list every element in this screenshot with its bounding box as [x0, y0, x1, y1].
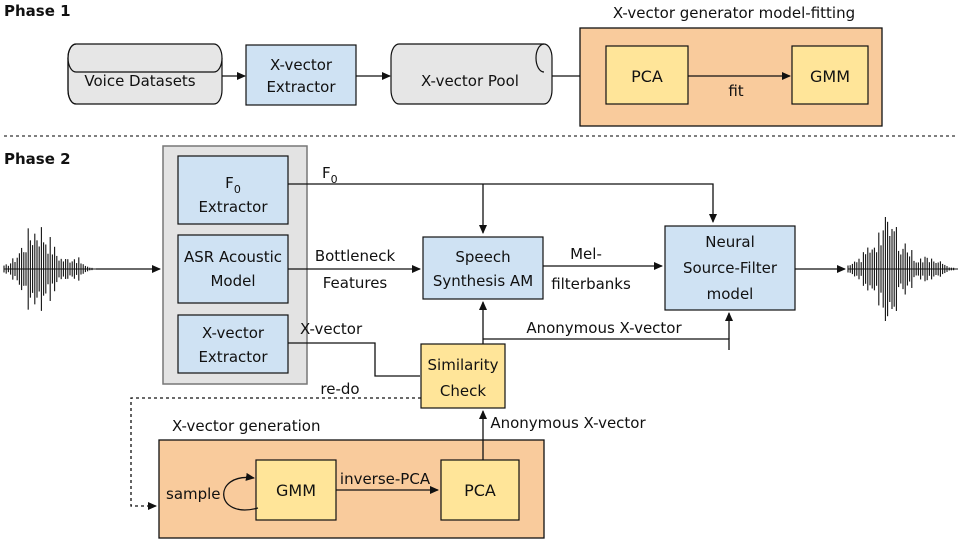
mel-label-line1: Mel-: [570, 245, 602, 263]
phase2-gmm-box: [255, 459, 337, 521]
voice-datasets-label: Voice Datasets: [84, 72, 195, 90]
generation-title: X-vector generation: [172, 417, 320, 435]
phase1-pca-box: [605, 45, 689, 105]
f0-extractor-line2: Extractor: [198, 198, 268, 216]
sample-loop-arrow: [223, 472, 259, 511]
phase1-gmm-box: [791, 45, 869, 105]
phase1-title: Phase 1: [4, 2, 71, 20]
bottleneck-label-line2: Features: [323, 274, 388, 292]
voice-datasets-cylinder: Voice Datasets: [67, 43, 223, 105]
similarity-check-line1: Similarity: [428, 356, 499, 374]
output-waveform: [847, 216, 958, 322]
speech-synthesis-line1: Speech: [455, 248, 510, 266]
phase2-xvector-extractor-box: X-vector Extractor: [177, 314, 289, 374]
model-fitting-title: X-vector generator model-fitting: [613, 4, 855, 22]
f0-extractor-box: F0 Extractor: [177, 155, 289, 225]
similarity-check-box: Similarity Check: [420, 343, 506, 409]
phase2-gmm-label: GMM: [276, 481, 316, 500]
sample-label: sample: [166, 485, 221, 503]
speech-synthesis-line2: Synthesis AM: [433, 272, 533, 290]
neural-source-filter-box: Neural Source-Filter model: [664, 225, 796, 311]
nsf-line2: Source-Filter: [683, 259, 778, 277]
phase2-pca-label: PCA: [464, 481, 496, 500]
xvector-pool-label: X-vector Pool: [421, 72, 519, 90]
inverse-pca-label: inverse-PCA: [340, 470, 431, 488]
mel-label-line2: filterbanks: [551, 275, 631, 293]
phase1-xvector-extractor-line1: X-vector: [270, 56, 333, 74]
phase2-xvector-extractor-line1: X-vector: [202, 324, 265, 342]
asr-acoustic-model-box: ASR Acoustic Model: [177, 234, 289, 304]
phase1-xvector-extractor-line2: Extractor: [266, 78, 336, 96]
asr-model-line2: Model: [210, 272, 255, 290]
anonymous-xvector-bottom-label: Anonymous X-vector: [490, 414, 646, 432]
similarity-check-line2: Check: [440, 382, 486, 400]
bottleneck-label-line1: Bottleneck: [315, 247, 396, 265]
phase2-title: Phase 2: [4, 150, 71, 168]
phase1-pca-label: PCA: [631, 67, 663, 86]
redo-label: re-do: [320, 380, 359, 398]
model-fitting-group: X-vector generator model-fitting PCA fit…: [579, 4, 883, 127]
nsf-line3: model: [707, 285, 754, 303]
f0-edge-label: F0: [322, 164, 338, 186]
phase2-pca-box: [440, 459, 520, 521]
anonymous-xvector-top-label: Anonymous X-vector: [526, 319, 682, 337]
xvector-generation-group: X-vector generation GMM PCA inverse-PCA …: [158, 417, 545, 539]
f0-extractor-line1: F0: [225, 174, 241, 196]
xvector-edge-label: X-vector: [300, 320, 363, 338]
fit-label: fit: [728, 82, 743, 100]
asr-model-line1: ASR Acoustic: [184, 248, 282, 266]
phase2-xvector-extractor-line2: Extractor: [198, 348, 268, 366]
phase1-xvector-extractor-box: X-vector Extractor: [245, 44, 357, 106]
speech-synthesis-am-box: Speech Synthesis AM: [422, 236, 544, 300]
xvector-pool-cylinder: X-vector Pool: [390, 43, 553, 105]
input-waveform: [3, 227, 96, 311]
nsf-line1: Neural: [705, 233, 754, 251]
phase1-gmm-label: GMM: [810, 67, 850, 86]
